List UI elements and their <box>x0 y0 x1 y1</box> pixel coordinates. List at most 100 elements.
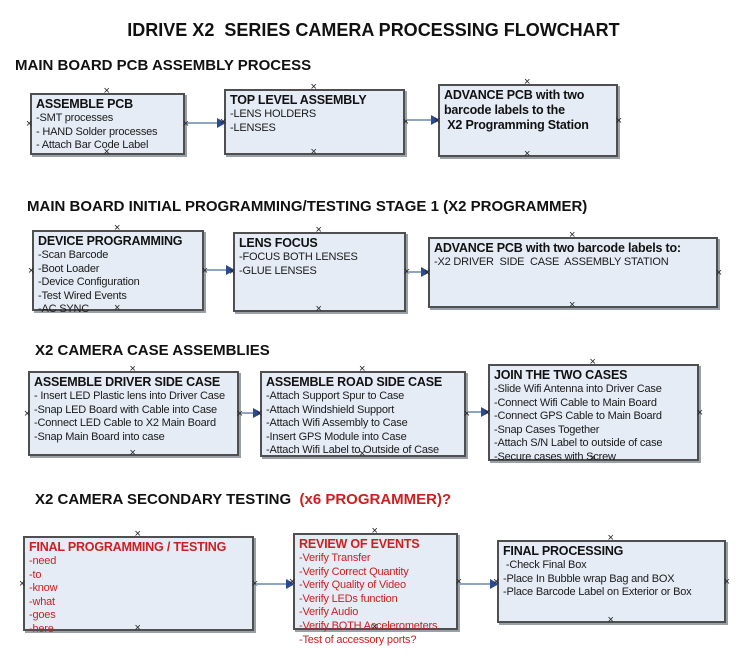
flow-box-assemble-road-side-case: × × ASSEMBLE ROAD SIDE CASE -Attach Supp… <box>256 364 470 460</box>
flow-item: -Slide Wifi Antenna into Driver Case <box>494 383 662 395</box>
flow-item: -Connect GPS Cable to Main Board <box>494 410 662 423</box>
anchor-handle: × <box>484 406 491 419</box>
connector-arrow <box>256 579 295 589</box>
flow-box-join-the-two-cases: × × JOIN THE TWO CASES -Slide Wifi Anten… <box>484 357 703 464</box>
anchor-handle: × <box>696 406 703 419</box>
flow-item: -Connect LED Cable to X2 Main Board <box>34 417 216 430</box>
connector-arrow <box>468 407 490 417</box>
flow-item: -Snap LED Board with Cable into Case <box>34 403 217 416</box>
section-heading-red-text: (x6 PROGRAMMER)? <box>291 491 452 508</box>
flow-item: -Scan Barcode <box>38 249 109 261</box>
flow-item: -what <box>29 595 55 608</box>
flow-item: -Boot Loader <box>38 262 100 275</box>
anchor-handle: × <box>256 408 263 420</box>
flow-item: -Attach Wifi Assembly to Case <box>266 417 408 430</box>
anchor-handle: × <box>715 266 722 279</box>
anchor-handle: × <box>289 575 296 588</box>
box-title: ADVANCE PCB with two barcode labels to: <box>434 241 681 255</box>
anchor-handle: × <box>402 116 409 128</box>
flow-item: - HAND Solder processes <box>36 125 158 138</box>
flow-item: -Attach Support Spur to Case <box>266 390 405 402</box>
flow-item: -Verify BOTH Accelerometers <box>299 619 438 632</box>
flow-item: -Verify LEDs function <box>299 592 398 605</box>
box-title: ASSEMBLE ROAD SIDE CASE <box>266 375 442 389</box>
anchor-handle: × <box>424 266 431 279</box>
flow-item: -AC SYNC <box>38 303 89 316</box>
connector-arrow <box>407 115 440 125</box>
flow-item: -X2 DRIVER SIDE CASE ASSEMBLY STATION <box>434 256 669 268</box>
flow-item: -Verify Correct Quantity <box>299 565 409 578</box>
flow-item: -Snap Main Board into case <box>34 430 165 443</box>
anchor-handle: × <box>455 575 462 588</box>
flow-item: -Attach Windshield Support <box>266 403 395 416</box>
anchor-handle: × <box>403 266 410 278</box>
flow-item: -Snap Cases Together <box>494 423 600 436</box>
flow-item: -Verify Quality of Video <box>299 579 406 592</box>
flow-item: -Attach Wifi Label to Outside of Case <box>266 444 439 457</box>
page-title: IDRIVE X2 SERIES CAMERA PROCESSING FLOWC… <box>127 20 620 40</box>
anchor-handle: × <box>19 577 26 590</box>
flow-item: -Test Wired Events <box>38 289 127 302</box>
box-title: ADVANCE PCB with two barcode labels to t… <box>444 88 589 132</box>
anchor-handle: × <box>229 266 236 278</box>
box-title: FINAL PROGRAMMING / TESTING <box>29 540 227 554</box>
box-title: JOIN THE TWO CASES <box>494 368 628 382</box>
connector-arrow <box>408 267 430 277</box>
box-title: DEVICE PROGRAMMING <box>38 234 183 248</box>
section-heading-pcb-assembly: MAIN BOARD PCB ASSEMBLY PROCESS <box>15 57 312 74</box>
anchor-handle: × <box>182 118 189 130</box>
flow-item: -SMT processes <box>36 112 114 124</box>
flow-box-review-of-events: × × REVIEW OF EVENTS -Verify Transfer -V… <box>289 526 462 646</box>
box-title: FINAL PROCESSING <box>503 544 624 558</box>
flow-item: - Attach Bar Code Label <box>36 139 149 152</box>
connector-arrow <box>187 118 226 128</box>
flow-item: -Attach S/N Label to outside of case <box>494 437 663 450</box>
anchor-handle: × <box>493 575 500 588</box>
flow-item: -need <box>29 555 57 567</box>
connector-arrow <box>460 579 499 589</box>
flow-item: -Secure cases with Screw <box>494 450 616 463</box>
anchor-handle: × <box>615 114 622 127</box>
box-title: REVIEW OF EVENTS <box>299 537 420 551</box>
flow-item: -Verify Audio <box>299 606 359 619</box>
flow-item: -LENS HOLDERS <box>230 108 317 120</box>
flow-box-lens-focus: × × LENS FOCUS -FOCUS BOTH LENSES -GLUE … <box>229 225 410 315</box>
flow-item: -LENSES <box>230 121 276 134</box>
anchor-handle: × <box>201 264 208 277</box>
anchor-handle: × <box>251 577 258 590</box>
section-heading-case-assemblies: X2 CAMERA CASE ASSEMBLIES <box>35 342 270 359</box>
anchor-handle: × <box>26 118 33 130</box>
flow-box-assemble-driver-side-case: × × ASSEMBLE DRIVER SIDE CASE - Insert L… <box>24 364 243 459</box>
box-title: ASSEMBLE DRIVER SIDE CASE <box>34 375 221 389</box>
flow-box-final-programming-testing: × × FINAL PROGRAMMING / TESTING -need -t… <box>19 529 258 635</box>
anchor-handle: × <box>220 116 227 128</box>
flow-box-final-processing: × × FINAL PROCESSING -Check Final Box -P… <box>493 533 730 626</box>
box-title: ASSEMBLE PCB <box>36 97 133 111</box>
box-title: TOP LEVEL ASSEMBLY <box>230 93 367 107</box>
flow-box-top-level-assembly: × × TOP LEVEL ASSEMBLY -LENS HOLDERS -LE… <box>220 82 409 158</box>
section-heading-text: X2 CAMERA SECONDARY TESTING <box>35 491 292 508</box>
flow-item: -here <box>29 622 54 635</box>
flow-box-advance-pcb-driver-side-station: × × ADVANCE PCB with two barcode labels … <box>424 230 722 311</box>
anchor-handle: × <box>28 264 35 277</box>
section-heading-initial-programming: MAIN BOARD INITIAL PROGRAMMING/TESTING S… <box>27 198 588 215</box>
flow-box-advance-pcb-programming-station: × × ADVANCE PCB with two barcode labels … <box>434 77 622 160</box>
box-title: LENS FOCUS <box>239 236 318 250</box>
anchor-handle: × <box>463 408 470 420</box>
flow-item: -Check Final Box <box>503 559 587 571</box>
flow-box-device-programming: × × DEVICE PROGRAMMING -Scan Barcode -Bo… <box>28 223 208 315</box>
flow-item: -goes <box>29 609 56 622</box>
flow-item: -Test of accessory ports? <box>299 633 417 646</box>
anchor-handle: × <box>434 114 441 127</box>
flow-item: -Place In Bubble wrap Bag and BOX <box>503 572 675 585</box>
flow-item: -Device Configuration <box>38 276 140 289</box>
flow-item: -know <box>29 582 58 595</box>
flow-item: -to <box>29 568 42 581</box>
flow-item: -Place Barcode Label on Exterior or Box <box>503 586 692 599</box>
anchor-handle: × <box>236 407 243 420</box>
flow-item: -Insert GPS Module into Case <box>266 430 407 443</box>
anchor-handle: × <box>24 407 31 420</box>
flow-item: - Insert LED Plastic lens into Driver Ca… <box>34 390 225 402</box>
flow-item: -GLUE LENSES <box>239 264 317 277</box>
